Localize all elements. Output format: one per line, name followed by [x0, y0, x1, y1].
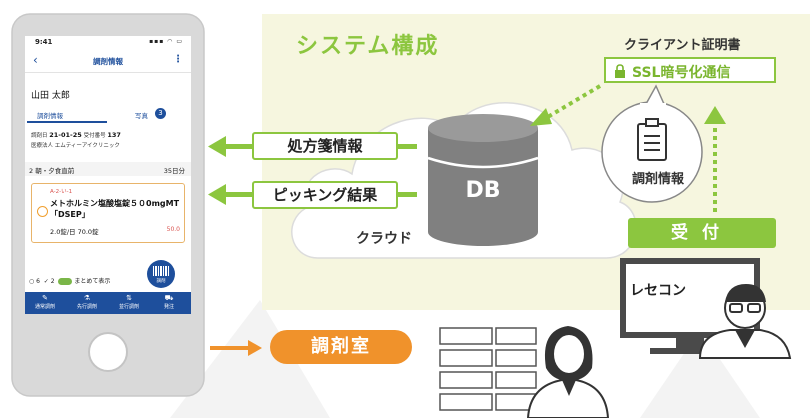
- male-pharmacist-icon: [698, 284, 792, 359]
- female-pharmacist-icon: [526, 326, 610, 418]
- recept-label: 受付番号: [83, 133, 106, 139]
- status-time: 9:41: [35, 38, 53, 46]
- pharmacy-label: 調剤室: [270, 330, 412, 364]
- dose-row: 2 朝・夕食直前 35日分: [25, 162, 191, 176]
- db-label: DB: [465, 178, 501, 203]
- shelves-icon: [439, 327, 537, 411]
- cloud-label: クラウド: [356, 231, 412, 247]
- prescription-info: 調剤日 21-01-25 受付番号 137 医療法人 エムティーアイクリニック: [31, 130, 121, 151]
- summary-count-a: 6: [36, 278, 40, 285]
- prescription-info-label: 処方箋情報: [252, 132, 398, 160]
- toggle-switch[interactable]: [58, 278, 73, 285]
- summary-row: ○ 6 ✓ 2 まとめて表示: [29, 278, 111, 285]
- barcode-scan-button[interactable]: 調剤: [147, 260, 175, 288]
- speech-bubble: [601, 84, 703, 203]
- status-bar: 9:41 ▪▪▪ ◠ ▭: [29, 36, 187, 48]
- barcode-icon: [153, 266, 169, 276]
- back-icon[interactable]: ‹: [33, 53, 38, 67]
- drug-qty: 2.0錠/日 70.0錠: [50, 228, 99, 236]
- bottom-tab-bar: ✎ 通常調剤 ⚗ 先行調剤 ⇅ 並行調剤 ⛟ 発注: [25, 292, 191, 314]
- summary-count-b: 2: [50, 278, 55, 285]
- drug-card[interactable]: A-2-い-1 メトホルミン塩酸塩錠５０0mgMT「DSEP」 2.0錠/日 7…: [31, 183, 185, 243]
- tab-bar: 調剤情報 写真 3: [25, 108, 191, 124]
- clipboard-icon: [637, 118, 667, 161]
- tab-icon-parallel: ⇅: [126, 294, 132, 302]
- drug-check-circle[interactable]: [37, 206, 48, 217]
- cert-label: クライアント証明書: [624, 38, 741, 53]
- drug-name: メトホルミン塩酸塩錠５０0mgMT「DSEP」: [50, 199, 180, 219]
- date-label: 調剤日: [31, 133, 48, 139]
- tab-photo[interactable]: 写真: [135, 112, 148, 120]
- phone-screen: 9:41 ▪▪▪ ◠ ▭ ‹ 調剤情報 ⋮ 山田 太郎 調剤情報 写真 3 調剤…: [25, 36, 191, 314]
- ssl-label: SSL暗号化通信: [632, 65, 731, 81]
- tab-icon-normal: ✎: [42, 294, 48, 302]
- lock-icon: [615, 64, 625, 78]
- ssl-box: SSL暗号化通信: [604, 57, 776, 83]
- more-icon[interactable]: ⋮: [173, 54, 183, 65]
- system-title: システム構成: [296, 34, 440, 59]
- patient-name: 山田 太郎: [31, 91, 70, 101]
- date-value: 21-01-25: [49, 131, 82, 139]
- fab-label: 調剤: [156, 279, 166, 284]
- drug-code: A-2-い-1: [50, 189, 73, 195]
- arrow-pharmacy: [210, 340, 262, 356]
- nav-title: 調剤情報: [93, 57, 123, 66]
- photo-count-badge: 3: [155, 108, 166, 119]
- clinic-name: 医療法人 エムティーアイクリニック: [31, 143, 120, 149]
- dose-days: 35日分: [163, 167, 185, 175]
- bottom-tab-advance[interactable]: 先行調剤: [76, 304, 97, 310]
- drug-price: 50.0: [166, 226, 180, 233]
- bottom-tab-order[interactable]: 発注: [163, 304, 174, 310]
- recept-value: 137: [107, 131, 121, 139]
- arrow-reception-up: [704, 106, 726, 212]
- picking-result-label: ピッキング結果: [252, 181, 398, 209]
- tab-icon-order: ⛟: [164, 294, 174, 302]
- nav-bar: ‹ 調剤情報 ⋮: [25, 50, 191, 73]
- dose-label: 2 朝・夕食直前: [29, 167, 75, 175]
- summary-toggle-label: まとめて表示: [74, 278, 111, 285]
- arrow-ssl: [530, 84, 602, 126]
- database-icon: [427, 114, 539, 246]
- tab-underline: [27, 121, 107, 123]
- reception-label: 受付: [628, 218, 776, 248]
- bottom-tab-parallel[interactable]: 並行調剤: [118, 304, 139, 310]
- signal-icon: ▪▪▪ ◠ ▭: [149, 38, 183, 45]
- bottom-tab-normal[interactable]: 通常調剤: [34, 304, 55, 310]
- rececon-label: レセコン: [630, 283, 686, 299]
- tab-icon-advance: ⚗: [83, 294, 91, 302]
- tab-dispense-info[interactable]: 調剤情報: [37, 112, 63, 120]
- dispense-info-label: 調剤情報: [631, 172, 684, 187]
